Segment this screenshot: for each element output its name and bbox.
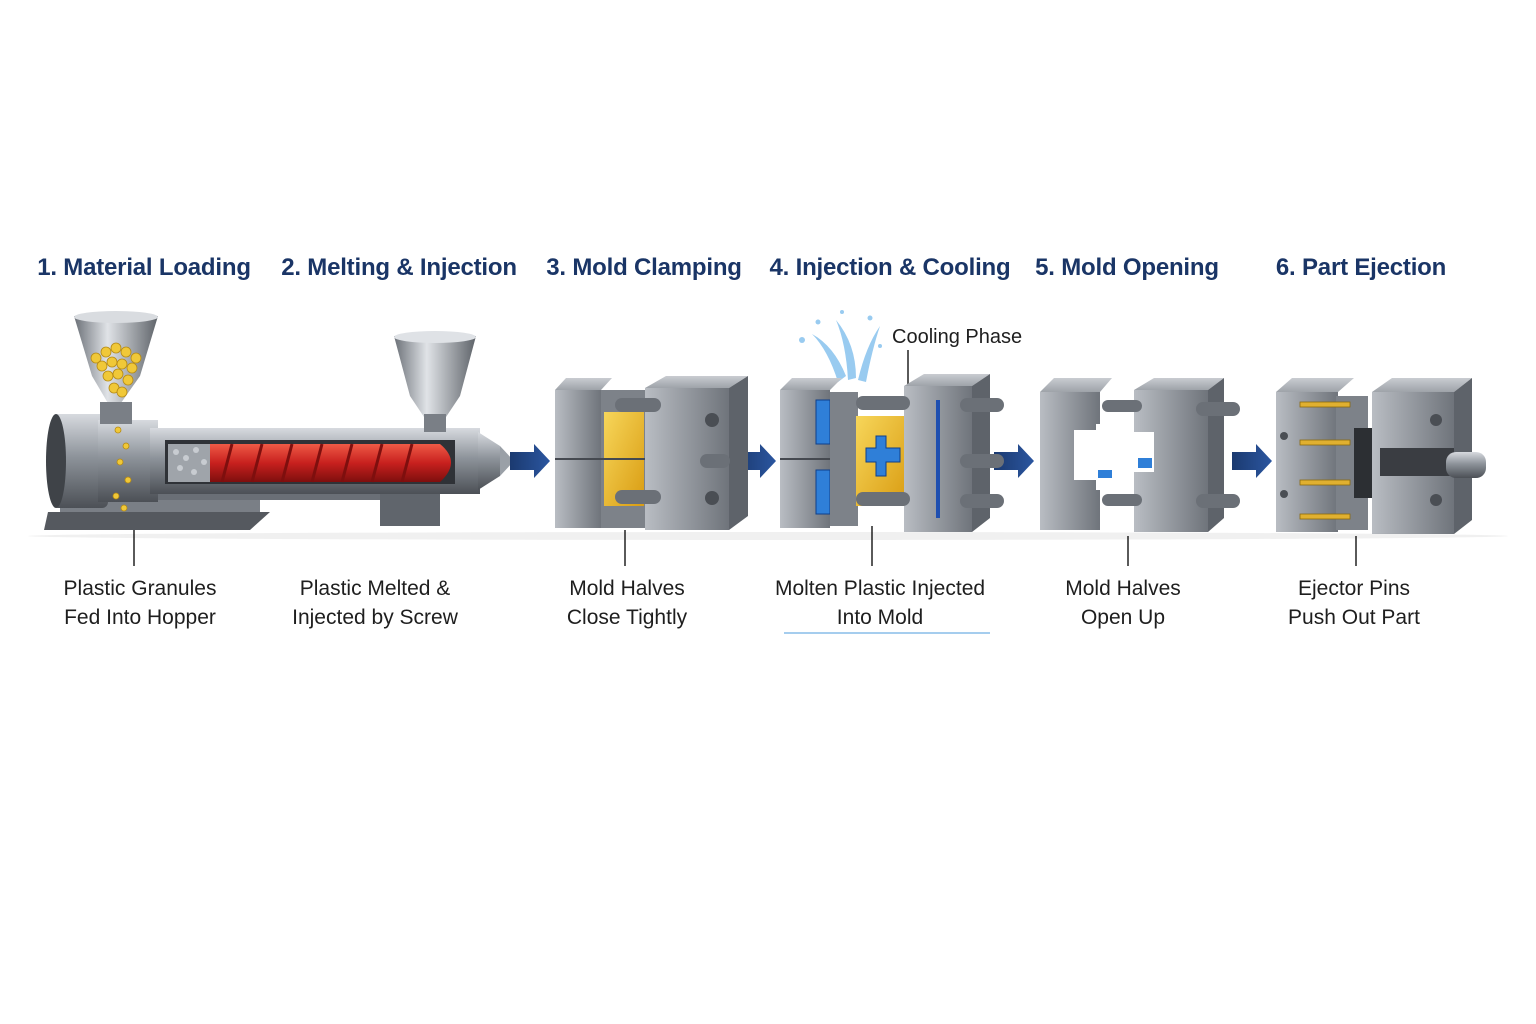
step-2-description: Plastic Melted & Injected by Screw	[292, 574, 458, 632]
injection-unit-illustration	[44, 311, 514, 566]
ejector-pins	[1299, 401, 1351, 520]
step-6-title: 6. Part Ejection	[1275, 254, 1447, 281]
step-5-description: Mold Halves Open Up	[1065, 574, 1181, 632]
step-4-desc-line-2: Into Mold	[836, 606, 924, 629]
step-4-title: 4. Injection & Cooling	[769, 254, 1011, 281]
arrow-3	[994, 444, 1034, 478]
step-1-description: Plastic Granules Fed Into Hopper	[64, 574, 217, 632]
step-6-desc-line-1: Ejector Pins	[1297, 577, 1411, 600]
step-4-desc-line-1: Molten Plastic Injected	[774, 577, 986, 600]
molten-screw	[210, 444, 451, 482]
arrow-1	[510, 444, 550, 478]
step-5-desc-line-2: Open Up	[1080, 606, 1166, 629]
step-3-desc-line-2: Close Tightly	[566, 606, 688, 629]
step-1-desc-line-1: Plastic Granules	[63, 577, 217, 600]
step-6-desc-line-2: Push Out Part	[1288, 606, 1420, 629]
step-5-title: 5. Mold Opening	[1035, 254, 1219, 281]
step-2-desc-line-1: Plastic Melted &	[299, 577, 451, 600]
step-2-title: 2. Melting & Injection	[281, 254, 517, 281]
step-5-desc-line-1: Mold Halves	[1065, 577, 1181, 600]
yellow-granules	[90, 342, 142, 512]
hopper-2	[394, 336, 476, 420]
step-1-title: 1. Material Loading	[37, 254, 251, 281]
granule-texture	[173, 447, 207, 475]
step-3-desc-line-1: Mold Halves	[569, 577, 685, 600]
arrow-4	[1232, 444, 1272, 478]
mold-opening-illustration	[1040, 378, 1240, 566]
step-1-desc-line-2: Fed Into Hopper	[64, 606, 216, 629]
step-6-description: Ejector Pins Push Out Part	[1288, 574, 1420, 632]
injection-cooling-illustration	[780, 310, 1004, 634]
coolant-spray	[799, 310, 882, 382]
cooling-phase-label: Cooling Phase	[892, 326, 1023, 348]
step-4-description: Molten Plastic Injected Into Mold	[775, 574, 985, 632]
step-3-title: 3. Mold Clamping	[546, 254, 742, 281]
mold-clamping-illustration	[555, 376, 748, 566]
part-ejection-illustration	[1276, 378, 1486, 566]
step-3-description: Mold Halves Close Tightly	[567, 574, 687, 632]
step-2-desc-line-2: Injected by Screw	[292, 606, 458, 629]
